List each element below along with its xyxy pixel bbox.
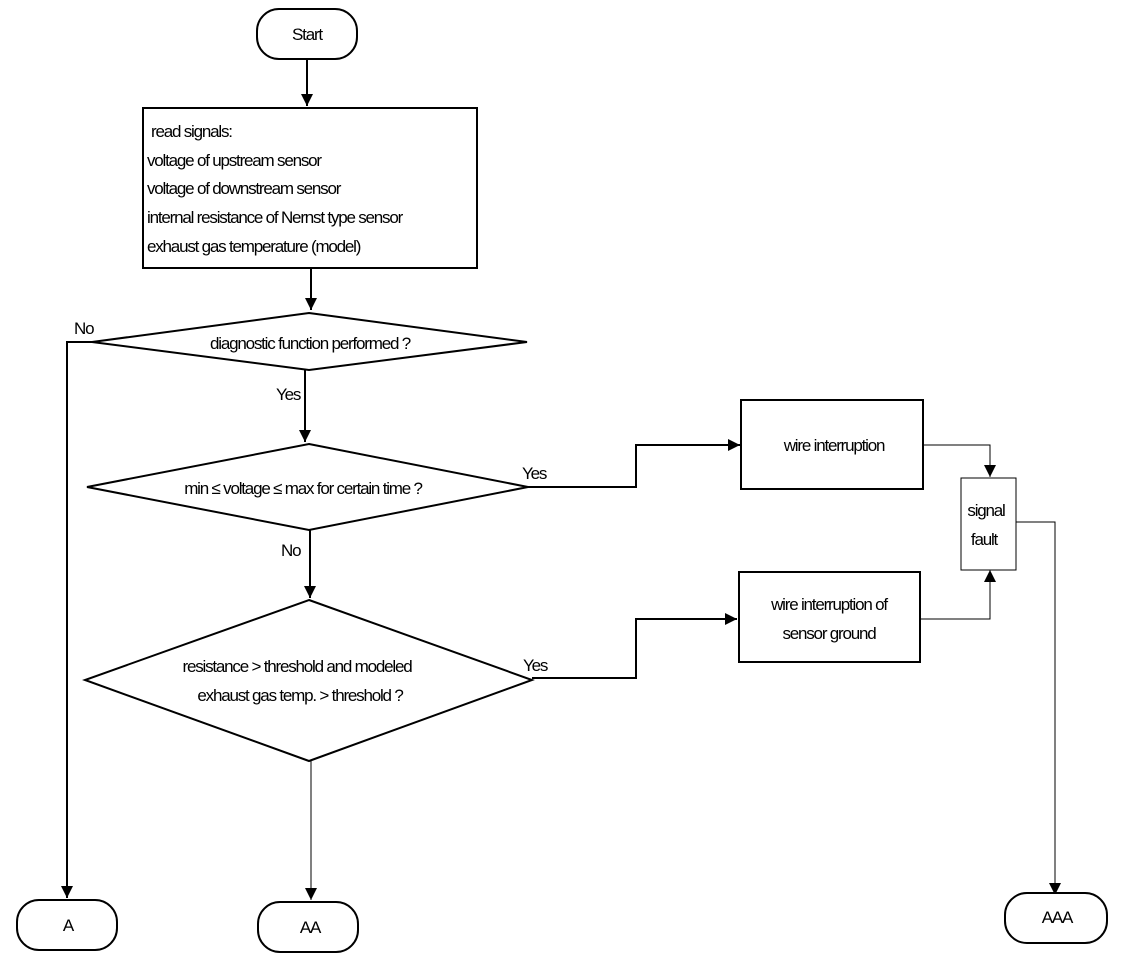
edge-fault-to-aaa	[1016, 521, 1061, 895]
signal-fault-line-2: fault	[971, 530, 999, 549]
label-voltage-yes: Yes	[522, 464, 547, 483]
decision-resistance-line-2: exhaust gas temp. > threshold ?	[197, 686, 403, 705]
read-signals-line-3: voltage of downstream sensor	[147, 179, 342, 198]
read-signals-box: read signals: voltage of upstream sensor…	[142, 107, 478, 269]
read-signals-line-5: exhaust gas temperature (model)	[147, 237, 361, 256]
wire-interruption-label: wire interruption	[783, 436, 885, 455]
label-resistance-yes: Yes	[523, 656, 548, 675]
label-diag-yes: Yes	[276, 385, 301, 404]
terminal-a: A	[16, 899, 118, 951]
signal-fault-box: signal fault	[960, 477, 1017, 571]
terminal-aa: AA	[257, 901, 359, 953]
wire-interruption-ground-box: wire interruption of sensor ground	[738, 571, 921, 663]
terminal-aa-label: AA	[300, 918, 322, 937]
wire-interruption-ground-line-1: wire interruption of	[770, 595, 888, 614]
decision-resistance-line-1: resistance > threshold and modeled	[182, 657, 412, 676]
signal-fault-line-1: signal	[967, 501, 1005, 520]
start-terminal: Start	[256, 8, 358, 60]
edge-diag-no-to-a	[61, 341, 92, 898]
read-signals-line-1: read signals:	[151, 122, 232, 141]
decision-diagnostic-label: diagnostic function performed ?	[210, 334, 411, 353]
read-signals-line-4: internal resistance of Nernst type senso…	[147, 208, 404, 227]
label-diag-no: No	[74, 319, 94, 338]
wire-interruption-ground-line-2: sensor ground	[782, 624, 876, 643]
edge-voltage-yes-to-wire	[528, 439, 740, 488]
edge-ground-to-fault	[920, 570, 996, 620]
start-label: Start	[292, 25, 323, 44]
decision-voltage: min ≤ voltage ≤ max for certain time ?	[86, 442, 529, 532]
read-signals-line-2: voltage of upstream sensor	[147, 151, 322, 170]
terminal-aaa: AAA	[1004, 892, 1108, 944]
terminal-aaa-label: AAA	[1042, 908, 1074, 927]
edge-resistance-yes-to-ground	[532, 613, 737, 679]
edge-wire-to-fault	[923, 444, 996, 477]
wire-interruption-box: wire interruption	[740, 399, 924, 490]
decision-voltage-label: min ≤ voltage ≤ max for certain time ?	[184, 479, 422, 498]
decision-resistance: resistance > threshold and modeled exhau…	[82, 598, 535, 763]
terminal-a-label: A	[63, 916, 75, 935]
decision-diagnostic: diagnostic function performed ?	[91, 311, 528, 372]
label-voltage-no: No	[281, 541, 301, 560]
